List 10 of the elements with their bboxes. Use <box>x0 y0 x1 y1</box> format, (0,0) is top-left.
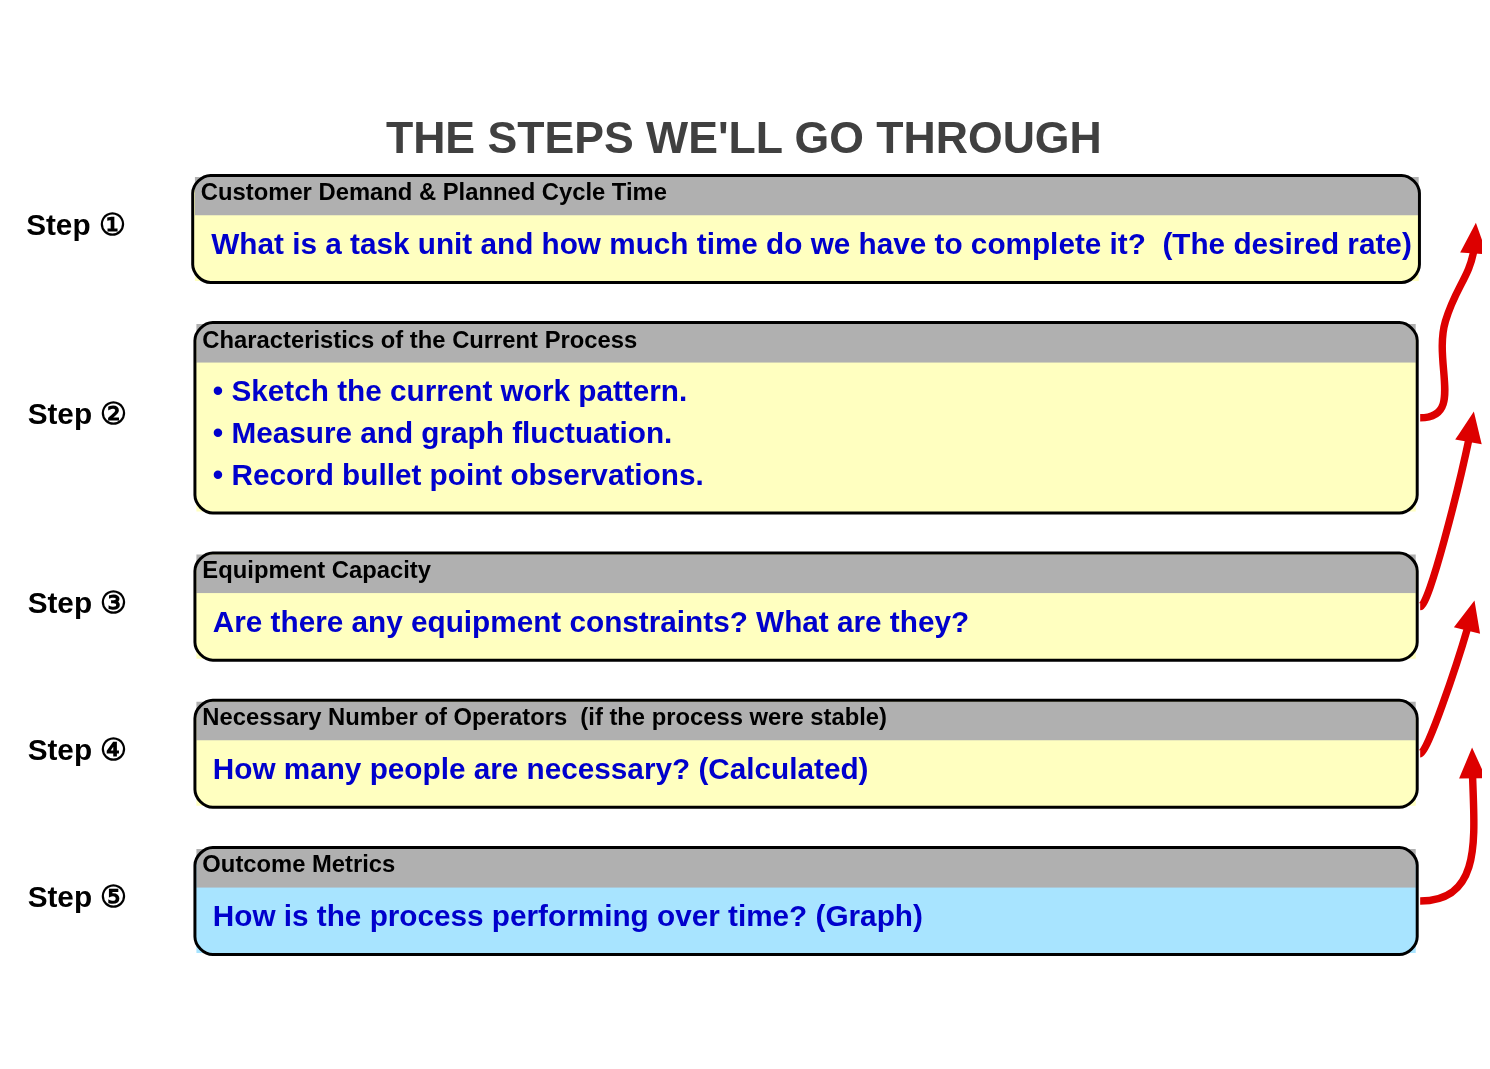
node-label: Step ② <box>27 396 128 430</box>
node-label: Step ③ <box>27 585 128 619</box>
arrow <box>1417 411 1482 610</box>
arrow <box>1419 222 1482 422</box>
arrow <box>1417 600 1481 757</box>
arrow <box>1419 747 1482 905</box>
node-label: Step ⑤ <box>27 879 128 913</box>
node-label: Step ① <box>26 207 126 241</box>
node-label: Step ④ <box>27 732 128 766</box>
diagram-title: THE STEPS WE'LL GO THROUGH <box>385 113 1102 163</box>
